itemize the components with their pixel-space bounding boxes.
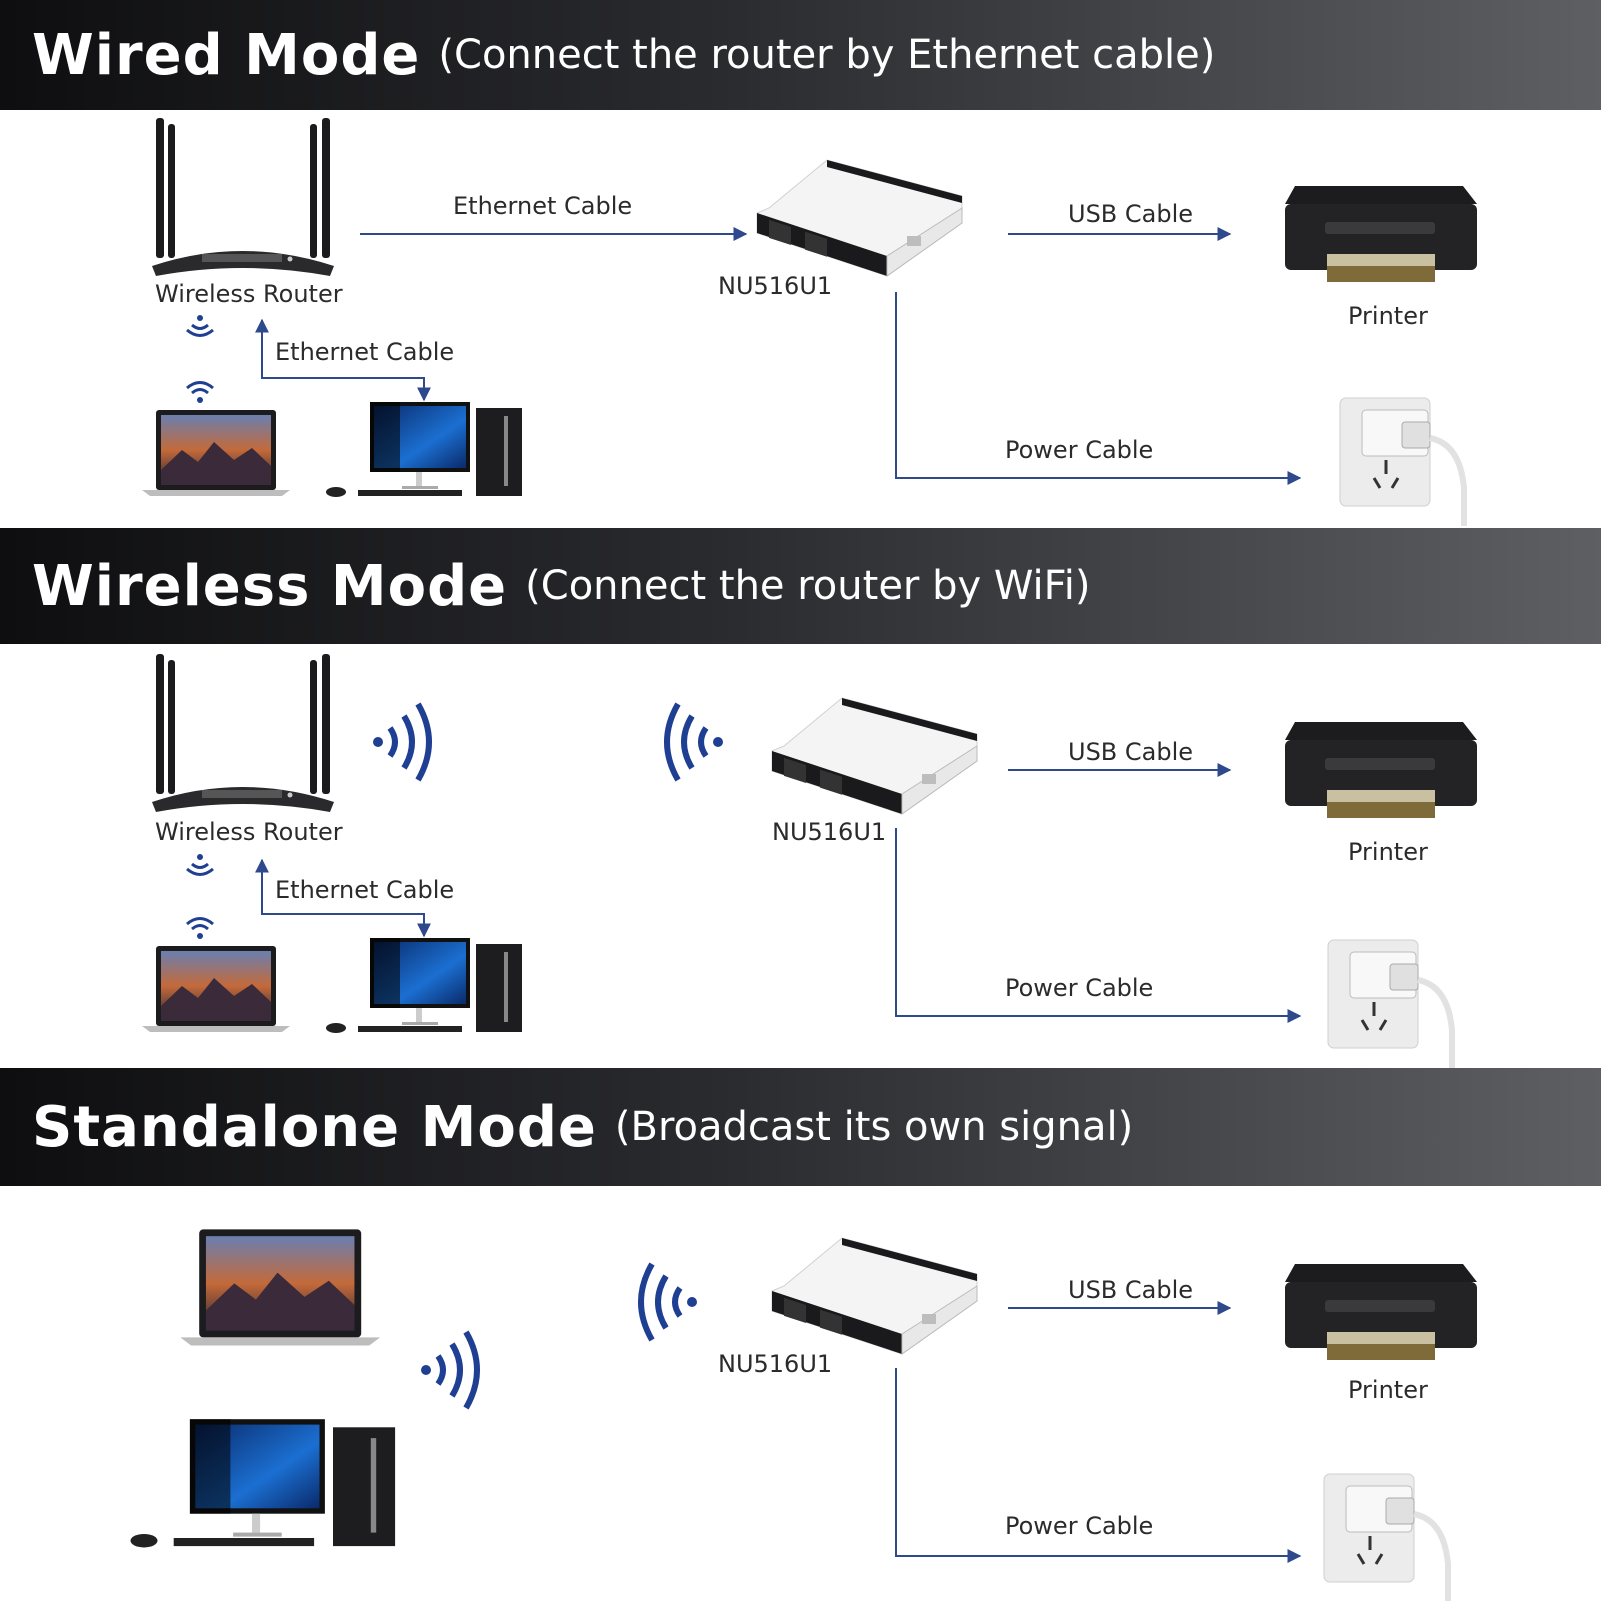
printer-label: Printer — [1348, 838, 1428, 866]
power-outlet-icon — [1324, 1474, 1448, 1601]
power-cable-label: Power Cable — [1005, 1512, 1154, 1540]
usb-cable-label: USB Cable — [1068, 738, 1194, 766]
laptop-icon — [142, 410, 290, 496]
wireless-router-label: Wireless Router — [155, 280, 343, 308]
wifi-waves-icon — [667, 704, 723, 780]
wifi-icon — [185, 852, 215, 876]
printer-label: Printer — [1348, 1376, 1428, 1404]
power-arrow — [895, 1368, 1302, 1563]
power-arrow — [895, 828, 1302, 1023]
wifi-icon — [185, 313, 215, 337]
banner-standalone: Standalone Mode (Broadcast its own signa… — [0, 1068, 1601, 1186]
section-wired: Ethernet Cable Wireless Router NU516U1 U… — [0, 110, 1601, 528]
ethernet-cable-label: Ethernet Cable — [453, 192, 633, 220]
printer-icon — [1285, 722, 1477, 818]
wireless-router-icon — [152, 118, 334, 276]
device-label: NU516U1 — [772, 818, 887, 846]
section-subtitle: (Connect the router by WiFi) — [525, 563, 1091, 609]
laptop-icon — [142, 946, 290, 1032]
device-label: NU516U1 — [718, 272, 833, 300]
power-outlet-icon — [1328, 940, 1452, 1068]
printer-label: Printer — [1348, 302, 1428, 330]
device-label: NU516U1 — [718, 1350, 833, 1378]
power-cable-label: Power Cable — [1005, 436, 1154, 464]
section-wireless: Wireless Router NU516U1 USB Cable Printe… — [0, 644, 1601, 1068]
wireless-router-label: Wireless Router — [155, 818, 343, 846]
wifi-icon — [185, 381, 215, 405]
ethernet-cable-label: Ethernet Cable — [275, 338, 455, 366]
usb-cable-label: USB Cable — [1068, 200, 1194, 228]
nu516u1-device-icon — [771, 697, 978, 815]
laptop-icon — [180, 1229, 381, 1346]
power-outlet-icon — [1340, 398, 1464, 526]
printer-icon — [1285, 186, 1477, 282]
wireless-router-icon — [152, 654, 334, 812]
power-cable-label: Power Cable — [1005, 974, 1154, 1002]
printer-icon — [1285, 1264, 1477, 1360]
wifi-waves-icon — [373, 704, 429, 780]
section-subtitle: (Broadcast its own signal) — [614, 1104, 1134, 1150]
section-title: Standalone Mode — [32, 1094, 597, 1160]
banner-wired: Wired Mode (Connect the router by Ethern… — [0, 0, 1601, 110]
ethernet-cable-label: Ethernet Cable — [275, 876, 455, 904]
section-subtitle: (Connect the router by Ethernet cable) — [438, 32, 1216, 78]
section-title: Wireless Mode — [32, 553, 508, 619]
usb-cable-label: USB Cable — [1068, 1276, 1194, 1304]
desktop-computer-icon — [326, 938, 522, 1033]
nu516u1-device-icon — [771, 1237, 978, 1355]
wifi-icon — [185, 917, 215, 941]
ethernet-bottom-arrow — [255, 318, 431, 402]
power-arrow — [895, 292, 1302, 485]
banner-wireless: Wireless Mode (Connect the router by WiF… — [0, 528, 1601, 644]
wifi-waves-icon — [421, 1332, 477, 1408]
nu516u1-device-icon — [756, 159, 963, 277]
desktop-computer-icon — [130, 1419, 396, 1548]
section-standalone: NU516U1 USB Cable Printer Power Cable — [0, 1186, 1601, 1601]
desktop-computer-icon — [326, 402, 522, 497]
section-title: Wired Mode — [32, 22, 421, 88]
wifi-waves-icon — [641, 1264, 697, 1340]
ethernet-bottom-arrow — [255, 858, 431, 938]
